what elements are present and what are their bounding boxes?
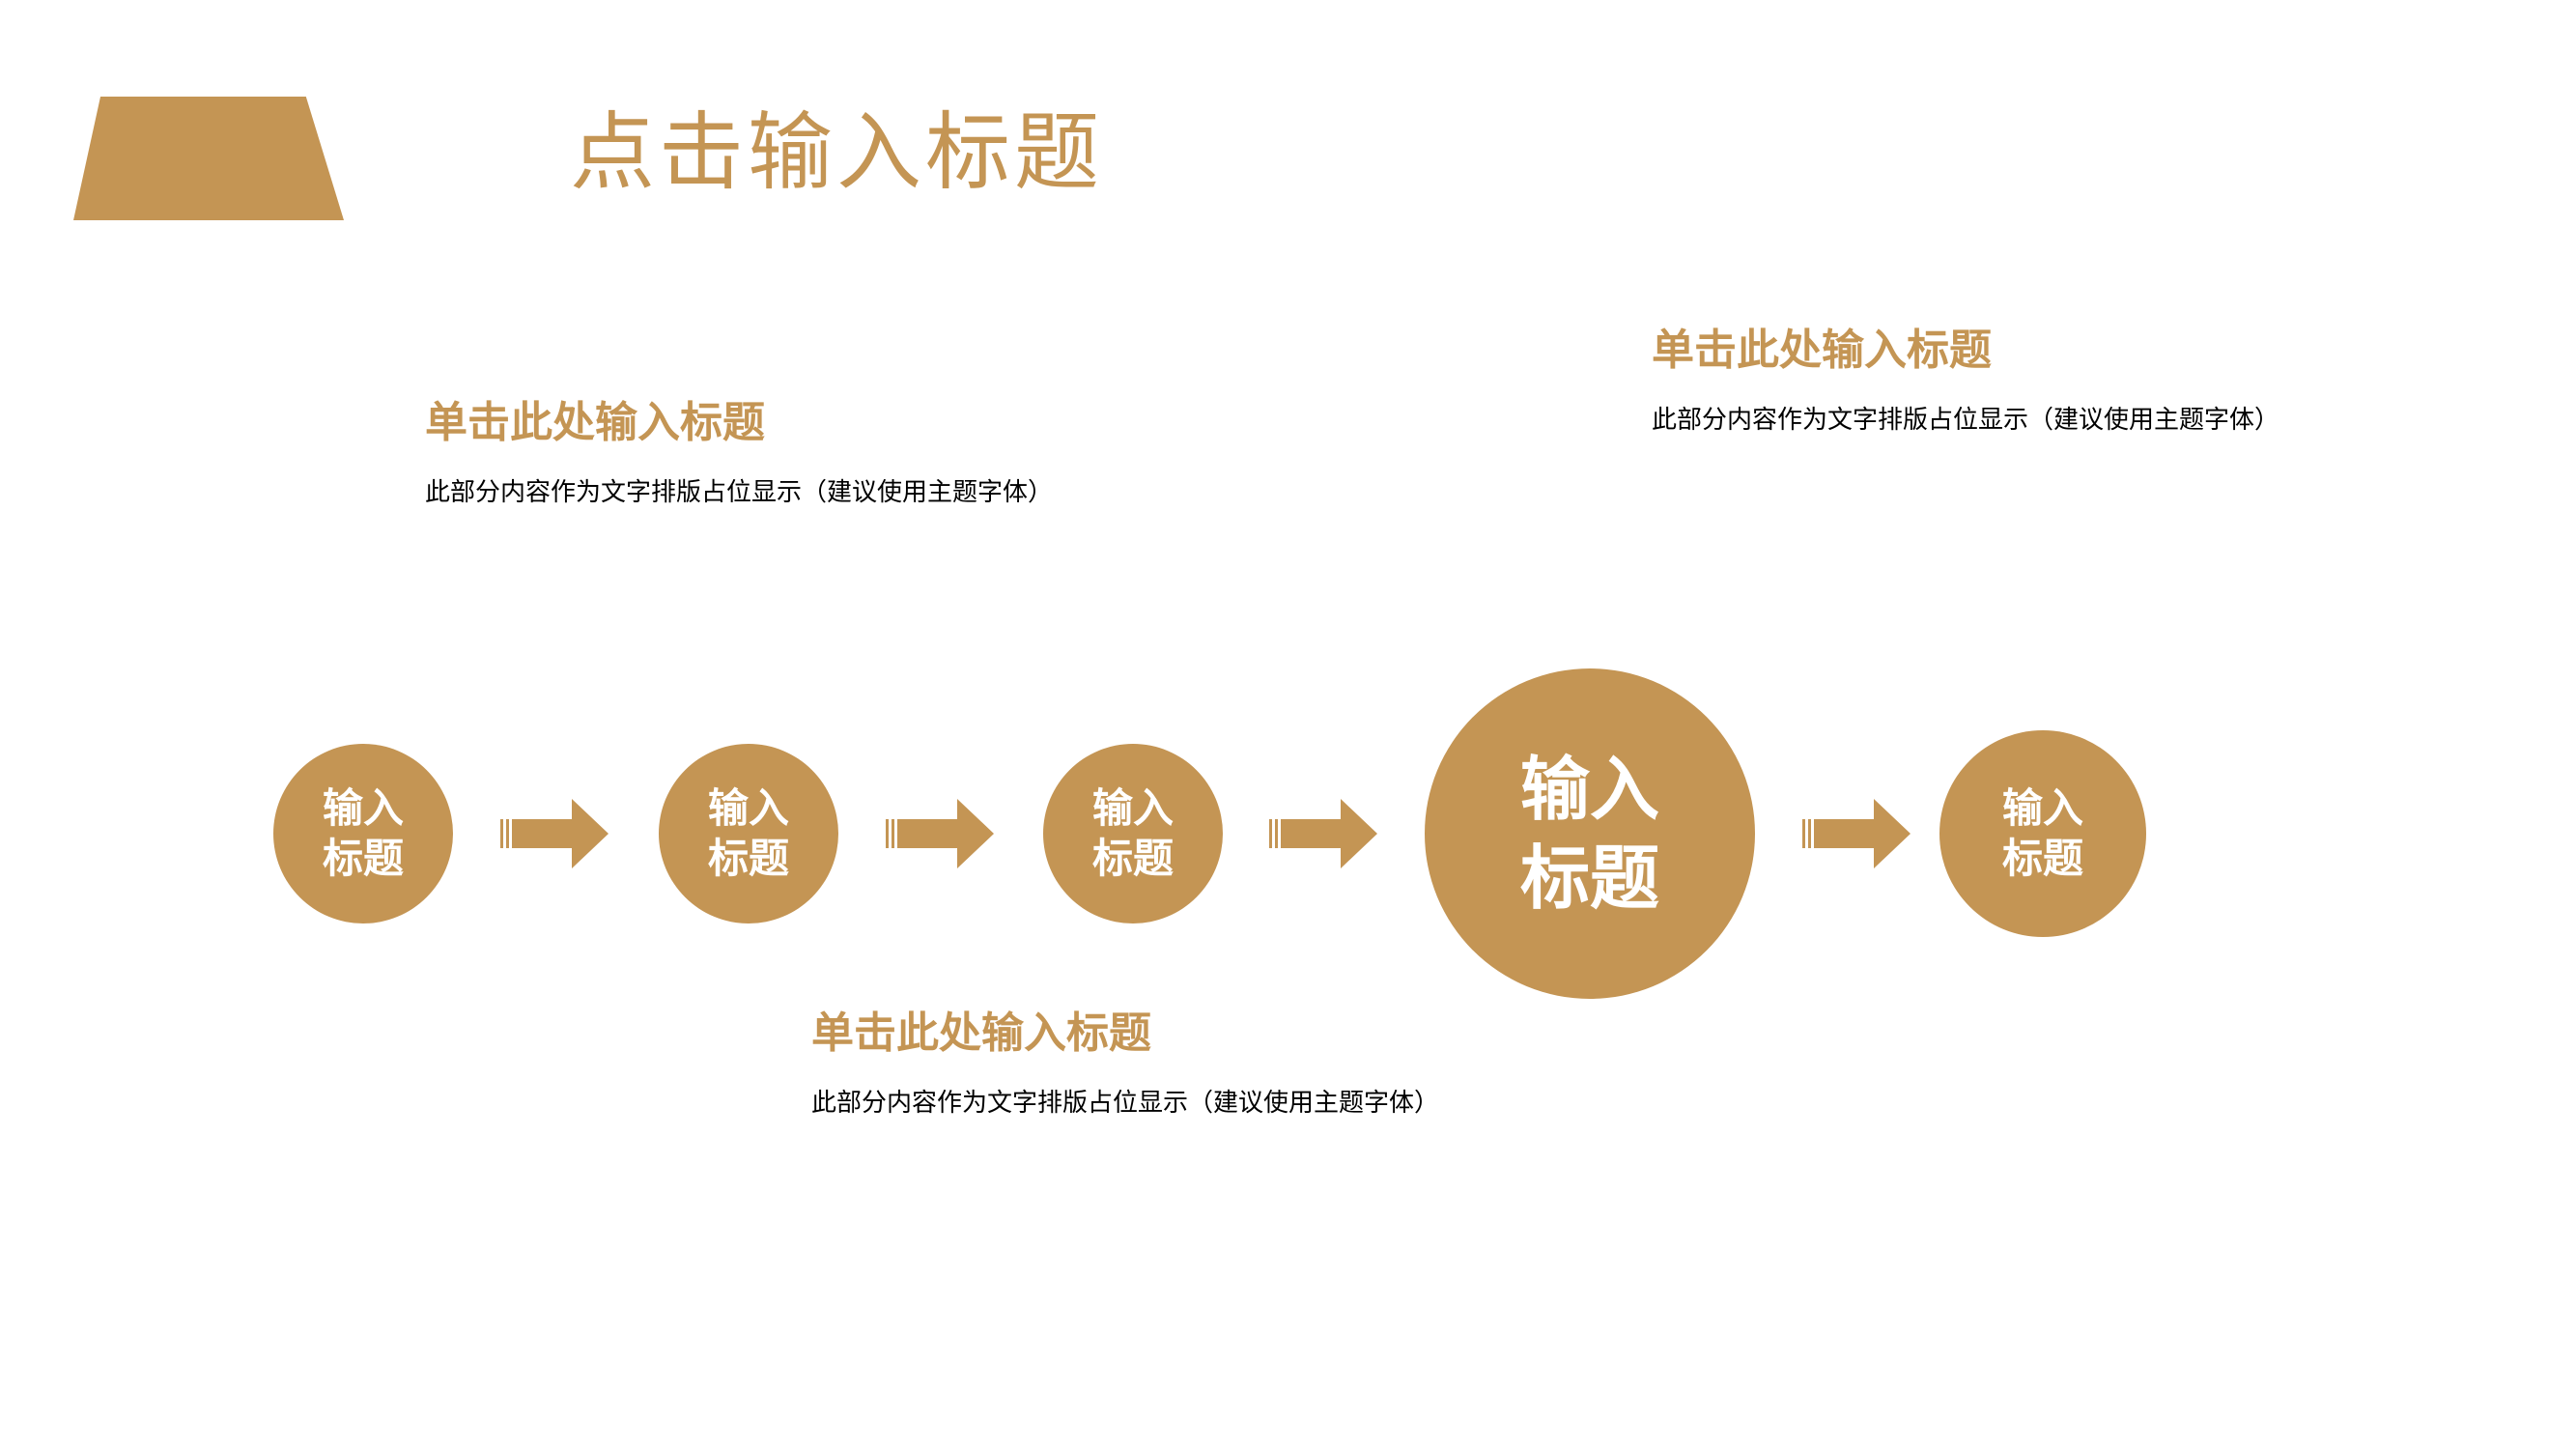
arrow-right-icon: [500, 799, 609, 868]
step-label: 输入标题: [322, 784, 404, 882]
block-title: 单击此处输入标题: [1652, 326, 1992, 375]
text-block-3: 单击此处输入标题 此部分内容作为文字排版占位显示（建议使用主题字体）: [1652, 322, 2280, 440]
step-circle-3: 输入标题: [1043, 744, 1223, 923]
text-block-1: 单击此处输入标题 此部分内容作为文字排版占位显示（建议使用主题字体）: [425, 394, 1054, 512]
arrow-right-icon: [1802, 799, 1911, 868]
step-circle-5: 输入标题: [1939, 730, 2146, 937]
block-description: 此部分内容作为文字排版占位显示（建议使用主题字体）: [811, 1089, 1440, 1118]
step-label: 输入标题: [707, 784, 789, 882]
block-title: 单击此处输入标题: [425, 398, 765, 447]
step-circle-2: 输入标题: [659, 744, 838, 923]
step-label: 输入标题: [1519, 749, 1659, 919]
step-circle-1: 输入标题: [273, 744, 453, 923]
block-title: 单击此处输入标题: [811, 1009, 1151, 1058]
decorative-trapezoid: [73, 97, 344, 220]
block-description: 此部分内容作为文字排版占位显示（建议使用主题字体）: [425, 478, 1054, 507]
text-block-2: 单击此处输入标题 此部分内容作为文字排版占位显示（建议使用主题字体）: [811, 1005, 1440, 1122]
step-label: 输入标题: [2001, 784, 2083, 882]
page-title: 点击输入标题: [570, 102, 1104, 202]
step-circle-4-highlight: 输入标题: [1425, 668, 1755, 999]
block-description: 此部分内容作为文字排版占位显示（建议使用主题字体）: [1652, 406, 2280, 435]
arrow-right-icon: [1269, 799, 1377, 868]
step-label: 输入标题: [1091, 784, 1174, 882]
arrow-right-icon: [886, 799, 994, 868]
